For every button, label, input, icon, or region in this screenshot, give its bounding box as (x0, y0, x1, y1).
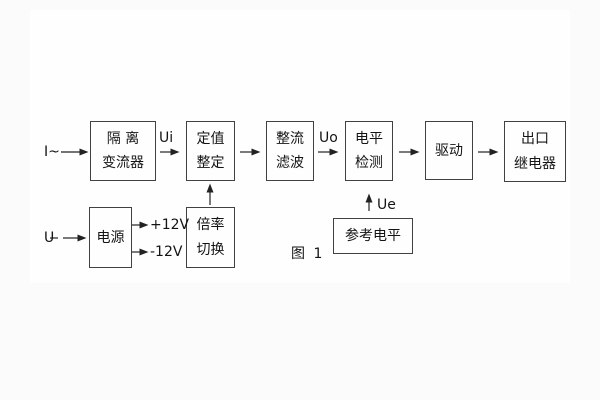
block-rectifier-filter-line1: 整流 (276, 131, 304, 147)
block-isolation-transformer: 隔 离 变流器 (90, 121, 156, 181)
block-rectifier-filter: 整流 滤波 (266, 121, 314, 181)
block-power-supply-line1: 电源 (96, 229, 125, 246)
label-ui: Ui (159, 130, 174, 146)
figure-caption: 图 1 (291, 246, 325, 262)
block-setting-adjust: 定值 整定 (186, 121, 235, 181)
block-level-detect-line2: 检测 (355, 155, 383, 171)
label-input-current: I~ (44, 144, 60, 160)
block-setting-adjust-line2: 整定 (196, 155, 225, 171)
block-reference-level-line1: 参考电平 (345, 228, 401, 244)
label-plus12v: +12V (150, 217, 190, 233)
block-power-supply: 电源 (89, 207, 132, 268)
block-level-detect: 电平 检测 (345, 121, 393, 181)
block-isolation-transformer-line2: 变流器 (102, 155, 144, 171)
label-minus12v: -12V (150, 244, 183, 260)
block-isolation-transformer-line1: 隔 离 (106, 131, 140, 147)
block-level-detect-line1: 电平 (355, 131, 383, 147)
block-rectifier-filter-line2: 滤波 (276, 155, 304, 171)
block-output-relay-line2: 继电器 (514, 155, 556, 172)
block-ratio-switch-line1: 倍率 (196, 217, 225, 234)
block-drive: 驱动 (425, 121, 473, 180)
block-ratio-switch: 倍率 切换 (186, 207, 235, 268)
label-uo: Uo (319, 130, 338, 146)
block-output-relay: 出口 继电器 (504, 121, 566, 182)
label-input-voltage: U (44, 230, 55, 246)
block-setting-adjust-line1: 定值 (196, 131, 225, 147)
block-drive-line1: 驱动 (435, 142, 463, 159)
block-reference-level: 参考电平 (333, 218, 413, 254)
label-ue: Ue (377, 197, 396, 213)
block-ratio-switch-line2: 切换 (196, 241, 225, 258)
block-output-relay-line1: 出口 (521, 131, 549, 148)
